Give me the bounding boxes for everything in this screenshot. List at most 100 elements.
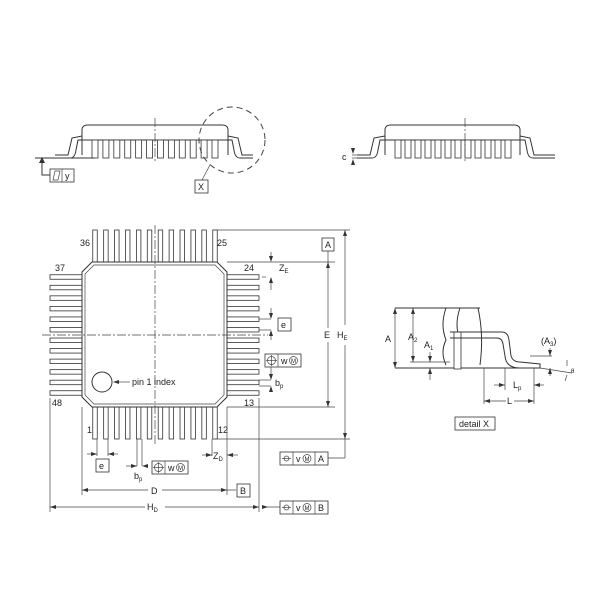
pin-top — [92, 229, 98, 263]
side-pin — [91, 139, 99, 159]
side-pin — [484, 139, 492, 159]
pin-bottom — [190, 406, 196, 440]
side-pin — [434, 139, 442, 159]
pin-left — [49, 305, 83, 312]
pin-right — [226, 305, 260, 312]
dim-D-label: D — [151, 486, 158, 496]
side-pin — [474, 139, 482, 159]
side-pin — [200, 139, 208, 159]
side-pin — [102, 139, 110, 159]
side-pin — [494, 139, 502, 159]
pin-right — [226, 369, 260, 375]
pin-top — [179, 229, 185, 263]
pin-right — [226, 327, 260, 333]
svg-text:v: v — [296, 503, 301, 513]
detail-x-reference: X — [198, 182, 204, 192]
side-pin — [414, 139, 422, 159]
side-pin — [424, 139, 432, 159]
dim-ZE-label: ZE — [279, 263, 289, 275]
pin-left — [49, 337, 83, 343]
svg-text:w: w — [280, 356, 288, 366]
pin1-index-label: pin 1 index — [132, 377, 176, 387]
pin-top — [114, 229, 120, 263]
profile-tolerance-frame-A: v M A — [279, 451, 329, 466]
pin-top — [146, 229, 153, 263]
side-pin — [124, 139, 132, 159]
pin-right — [226, 284, 260, 291]
pin-top — [125, 229, 131, 263]
position-tolerance-frame-bottom: w M — [151, 460, 189, 475]
dim-bp-bottom-label: bp — [134, 471, 143, 483]
pin-left — [49, 348, 83, 354]
dim-A1-label: A1 — [424, 340, 434, 352]
datum-A-label: A — [325, 240, 331, 250]
side-pin — [189, 139, 197, 159]
pin-left — [49, 274, 83, 280]
pin-bottom — [146, 406, 153, 440]
dim-HE-label: HE — [337, 330, 348, 342]
svg-text:M: M — [291, 359, 296, 365]
side-pin — [178, 139, 186, 159]
side-pin — [454, 139, 462, 159]
dim-Lp-label: Lp — [513, 380, 522, 392]
pin-right — [226, 348, 260, 354]
svg-text:A: A — [318, 454, 324, 464]
dim-A2-label: A2 — [408, 332, 418, 344]
pin-bottom — [135, 406, 142, 440]
side-pin — [394, 139, 402, 159]
pin-bottom — [168, 406, 175, 440]
pin-bottom — [92, 406, 98, 440]
pin-label-13: 13 — [244, 398, 254, 408]
pin1-index-mark — [91, 371, 113, 393]
side-pin — [504, 139, 512, 159]
side-pin — [464, 139, 472, 159]
pin-top — [135, 229, 142, 263]
detail-x-circle — [198, 106, 266, 174]
dim-theta-label: θ — [571, 369, 575, 375]
dim-A3-label: (A3) — [541, 336, 556, 348]
pin-left — [49, 390, 83, 396]
dim-c-label: c — [342, 152, 347, 162]
pin-label-24: 24 — [244, 263, 254, 273]
position-tolerance-frame-right: w M — [264, 353, 302, 368]
pin-left — [49, 316, 83, 322]
svg-text:v: v — [296, 454, 301, 464]
detail-x-label: detail X — [459, 419, 489, 429]
pin-bottom — [114, 406, 120, 440]
pin-right — [226, 379, 260, 386]
pin-right — [226, 316, 260, 322]
side-pin — [135, 139, 143, 159]
svg-text:B: B — [318, 503, 324, 513]
svg-text:w: w — [167, 463, 175, 473]
detail-x-view: A A2 A1 (A3) θ Lp L detail X — [385, 307, 575, 431]
pin-top — [157, 229, 164, 263]
pin-top — [201, 229, 207, 263]
dim-ZD-label: ZD — [213, 451, 224, 463]
profile-tolerance-frame-B: v M B — [279, 500, 329, 515]
side-pin — [146, 139, 153, 159]
package-body — [81, 261, 228, 408]
side-pin — [157, 139, 164, 159]
pin-right — [226, 337, 260, 343]
pin-label-48: 48 — [52, 398, 62, 408]
pin-bottom — [179, 406, 185, 440]
pin-label-36: 36 — [80, 238, 90, 248]
pin-left — [49, 295, 83, 301]
pin-bottom — [125, 406, 131, 440]
pin-right — [226, 274, 260, 280]
pin-label-1: 1 — [87, 425, 92, 435]
side-pin — [167, 139, 175, 159]
pin-top — [168, 229, 175, 263]
pin-top — [190, 229, 196, 263]
pin-label-25: 25 — [217, 238, 227, 248]
pin-bottom — [201, 406, 207, 440]
pin-left — [49, 379, 83, 386]
dim-E-label: E — [324, 330, 330, 340]
dim-L-label: L — [507, 396, 512, 406]
pin-left — [49, 358, 83, 365]
dim-bp-right-label: bp — [275, 378, 284, 390]
svg-text:M: M — [178, 466, 183, 472]
pin-left — [49, 327, 83, 333]
flatness-icon — [52, 170, 61, 181]
